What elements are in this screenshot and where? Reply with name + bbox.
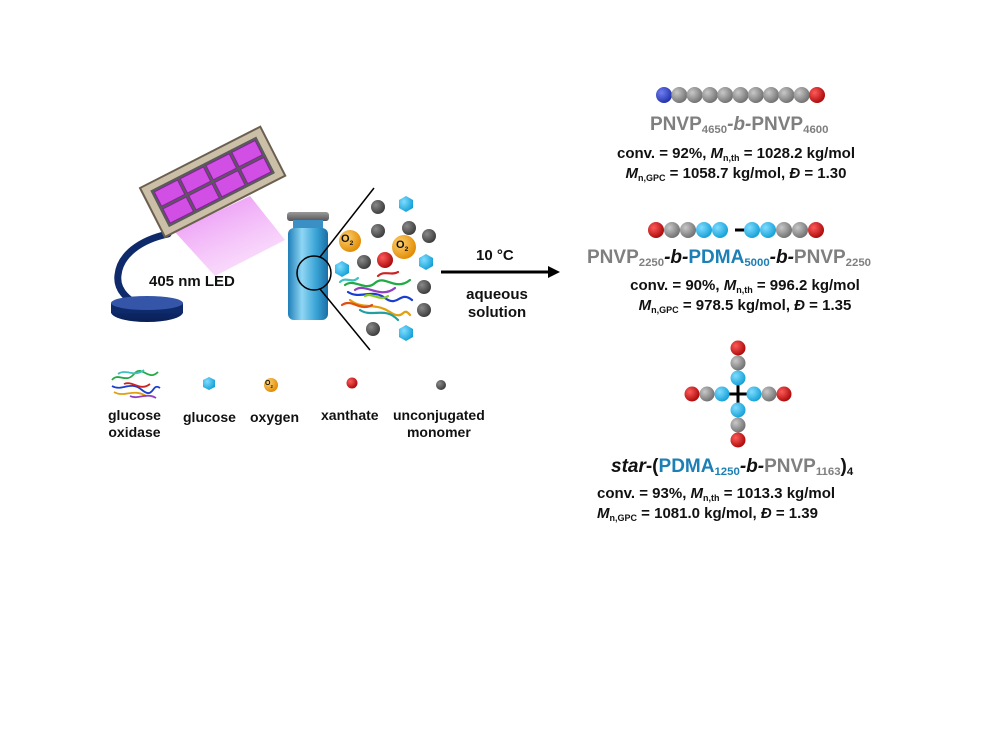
bead-gray (664, 222, 680, 238)
bead-gray (701, 87, 718, 103)
legend-xanthate-icon (346, 377, 358, 389)
bead-gray (671, 87, 688, 103)
lamp-base-top (111, 296, 183, 310)
legend-label-glucose: glucose (183, 409, 236, 425)
product-1-stats: conv. = 92%, Mn,th = 1028.2 kg/mol Mn,GP… (616, 145, 856, 183)
reaction-solvent: aqueous solution (466, 286, 528, 321)
magnifier-circle (296, 255, 332, 291)
bead-gray (747, 87, 764, 103)
product-2-title: PNVP2250-b-PDMA5000-b-PNVP2250 (587, 247, 872, 269)
bead-gray (776, 222, 792, 238)
oxygen-molecules (339, 230, 416, 259)
glucose-oxidase-protein (338, 270, 414, 322)
zoom-line-bottom (319, 288, 371, 351)
bead-gray (686, 87, 703, 103)
bead-gray (680, 222, 696, 238)
bead-gray (732, 87, 749, 103)
product-3-title: star-(PDMA1250-b-PNVP1163)4 (611, 456, 854, 478)
legend-glucose-oxidase-icon (111, 369, 161, 399)
led-light-beam (175, 196, 285, 276)
xanthate-molecule (377, 252, 393, 268)
bead-blue (730, 402, 746, 418)
lamp-arm (114, 230, 172, 310)
star-polymer (684, 340, 792, 448)
legend-label-xanthate: xanthate (321, 407, 379, 423)
bead-red (730, 432, 746, 448)
legend-oxygen-icon (264, 378, 278, 392)
led-label: 405 nm LED (149, 273, 235, 290)
bead-red (684, 386, 700, 402)
legend-label-oxygen: oxygen (250, 409, 300, 425)
bead-blue (714, 386, 730, 402)
bead-blue (730, 370, 746, 386)
reaction-temperature: 10 °C (476, 247, 514, 264)
bead-red (648, 222, 664, 238)
zoom-line-top (319, 187, 375, 258)
legend-oxygen-symbol: O2 (265, 380, 273, 389)
bead-gray (778, 87, 795, 103)
bead-red (730, 340, 746, 356)
glucose-molecules (335, 196, 433, 341)
bead-blue (712, 222, 728, 238)
bead-gray (699, 386, 715, 402)
bead-red (809, 87, 825, 103)
unconjugated-monomers (357, 200, 436, 336)
bead-gray (761, 386, 777, 402)
led-lamp-head (138, 125, 287, 239)
product-2-stats: conv. = 90%, Mn,th = 996.2 kg/mol Mn,GPC… (630, 277, 860, 315)
bead-blue (746, 386, 762, 402)
bead-navy (656, 87, 672, 103)
bead-gray (730, 355, 746, 371)
bead-red (776, 386, 792, 402)
bead-gray (763, 87, 780, 103)
linear-diblock-chain (656, 87, 825, 103)
bead-gray (793, 87, 810, 103)
bead-blue (744, 222, 760, 238)
bead-blue (760, 222, 776, 238)
bead-gray (730, 417, 746, 433)
product-1-title: PNVP4650-b-PNVP4600 (650, 114, 829, 136)
legend-monomer-icon (436, 380, 446, 390)
legend-glucose-icon (203, 377, 215, 390)
product-3-stats: conv. = 93%, Mn,th = 1013.3 kg/mol Mn,GP… (597, 485, 836, 523)
bead-red (808, 222, 824, 238)
oxygen-label-2: O2 (396, 239, 409, 253)
bead-gray (717, 87, 734, 103)
reaction-arrow (441, 266, 560, 278)
bead-gray (792, 222, 808, 238)
reaction-vial (287, 212, 329, 320)
bead-blue (696, 222, 712, 238)
oxygen-label-1: O2 (341, 233, 354, 247)
triblock-chain (648, 222, 824, 238)
